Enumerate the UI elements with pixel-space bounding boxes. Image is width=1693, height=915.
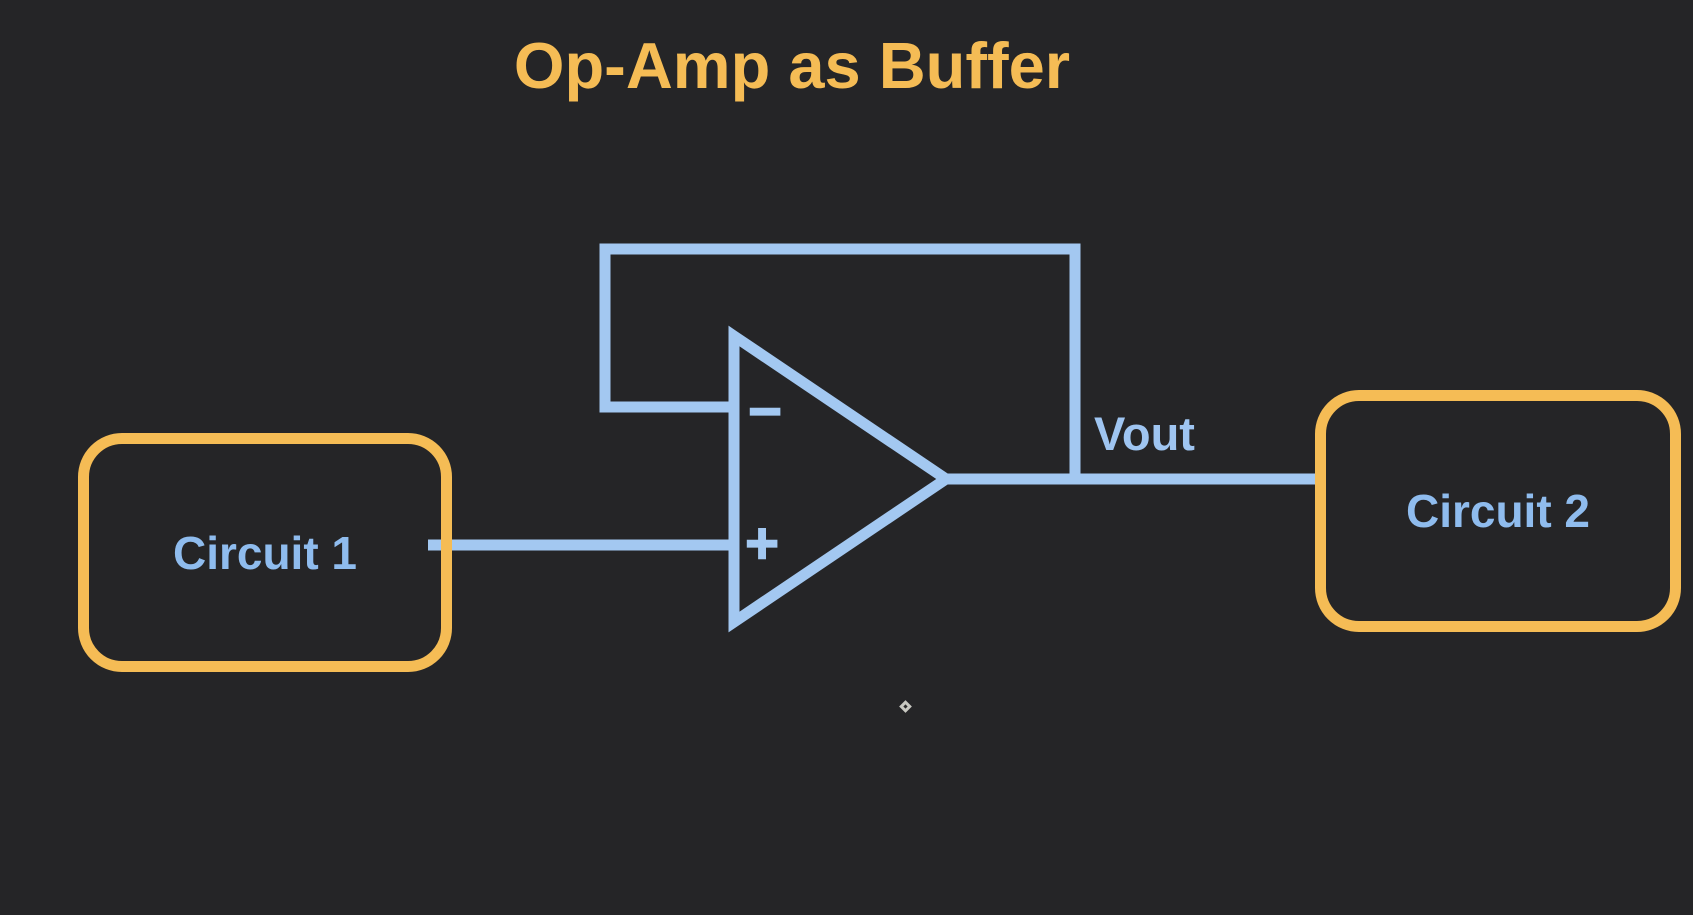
vout-label: Vout [1094, 407, 1195, 460]
diagram-title: Op-Amp as Buffer [513, 29, 1071, 102]
circuit2-box: Circuit 2 [1315, 390, 1681, 632]
circuit2-label: Circuit 2 [1405, 485, 1591, 537]
inverting-input-minus-icon: − [747, 379, 782, 444]
opamp-triangle-icon [728, 325, 956, 633]
noninverting-input-plus-icon: + [744, 511, 779, 576]
circuit1-label: Circuit 1 [172, 526, 358, 579]
circuit1-box: Circuit 1 [78, 433, 452, 672]
feedback-wire [599, 243, 1081, 479]
